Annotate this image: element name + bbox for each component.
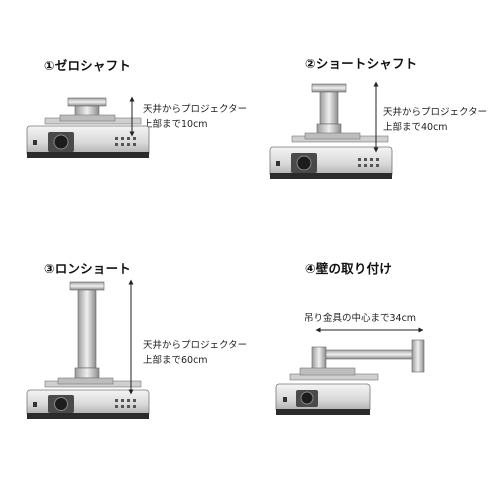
panel-3-distance-line2: 上部まで60cm <box>143 355 208 366</box>
panel-3-distance-label: 天井からプロジェクター 上部まで60cm <box>143 338 247 368</box>
panel-2-projector <box>269 146 393 179</box>
panel-3-projector <box>26 389 150 419</box>
panel-2-projector-mount <box>291 83 389 143</box>
panel-4-distance-line1: 吊り金具の中心まで34cm <box>304 313 417 324</box>
panel-4-distance-label: 吊り金具の中心まで34cm <box>304 311 416 326</box>
panel-1-distance-label: 天井からプロジェクター 上部まで10cm <box>143 102 247 132</box>
panel-4-projector <box>275 383 371 415</box>
panel-2-distance-label: 天井からプロジェクター 上部まで40cm <box>383 105 487 135</box>
panel-3-projector-mount <box>44 281 142 388</box>
panel-2-distance-line2: 上部まで40cm <box>383 122 448 133</box>
panel-4-wall-mount <box>289 339 425 381</box>
panel-1-projector-mount <box>44 97 142 125</box>
panel-2-distance-line1: 天井からプロジェクター <box>383 107 488 118</box>
panel-3-distance-line1: 天井からプロジェクター <box>143 340 248 351</box>
panel-3-title: ③ロンショート <box>44 261 131 276</box>
panel-4-title: ④壁の取り付け <box>305 261 392 276</box>
panel-2-title: ②ショートシャフト <box>305 56 418 71</box>
panel-1-projector <box>26 125 150 158</box>
panel-1-distance-line1: 天井からプロジェクター <box>143 104 248 115</box>
panel-1-title: ①ゼロシャフト <box>44 58 131 73</box>
panel-1-distance-line2: 上部まで10cm <box>143 119 208 130</box>
